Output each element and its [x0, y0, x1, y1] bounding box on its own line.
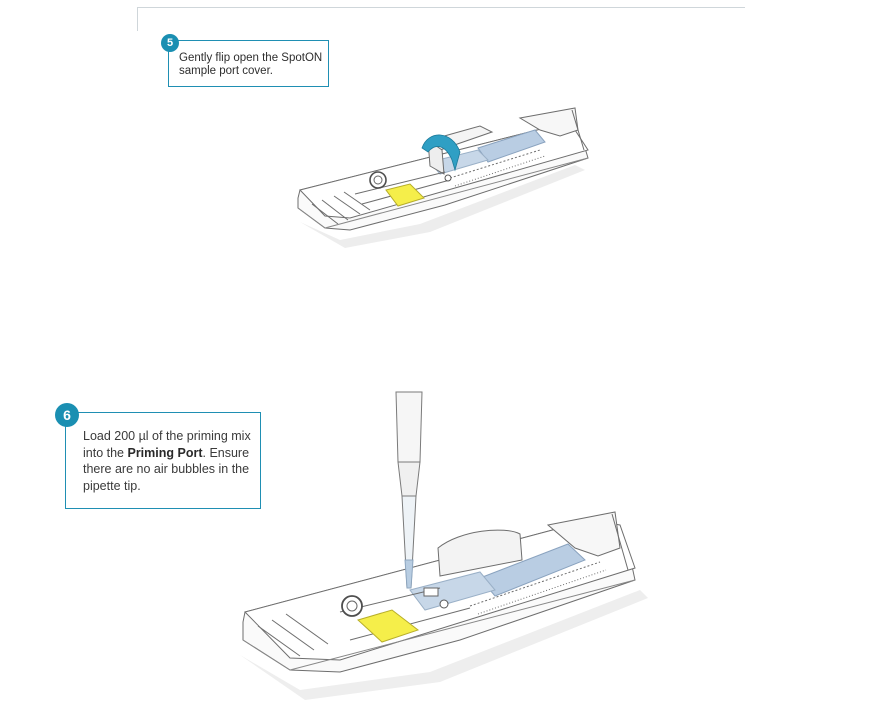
step-6-badge: 6 [55, 403, 79, 427]
step-5-callout [168, 40, 329, 87]
step-6-callout [65, 412, 261, 509]
section-divider [137, 7, 745, 8]
step-6-text-start: Load 200 µl of the priming mix into the [83, 429, 251, 460]
priming-port-label: Priming Port [127, 445, 203, 460]
flow-cell-illustration-step-6 [240, 511, 648, 700]
section-divider-edge [137, 7, 138, 31]
step-5-badge: 5 [161, 34, 179, 52]
pipette-icon [395, 391, 423, 589]
flow-cell-illustration-step-5 [297, 107, 589, 248]
step-6-text-end: . Ensure there are no air bubbles in the… [83, 445, 250, 493]
step-5-instruction: Gently flip open the SpotON sample port … [179, 52, 323, 77]
step-6-instruction: Load 200 µl of the priming mix into the … [83, 428, 259, 494]
